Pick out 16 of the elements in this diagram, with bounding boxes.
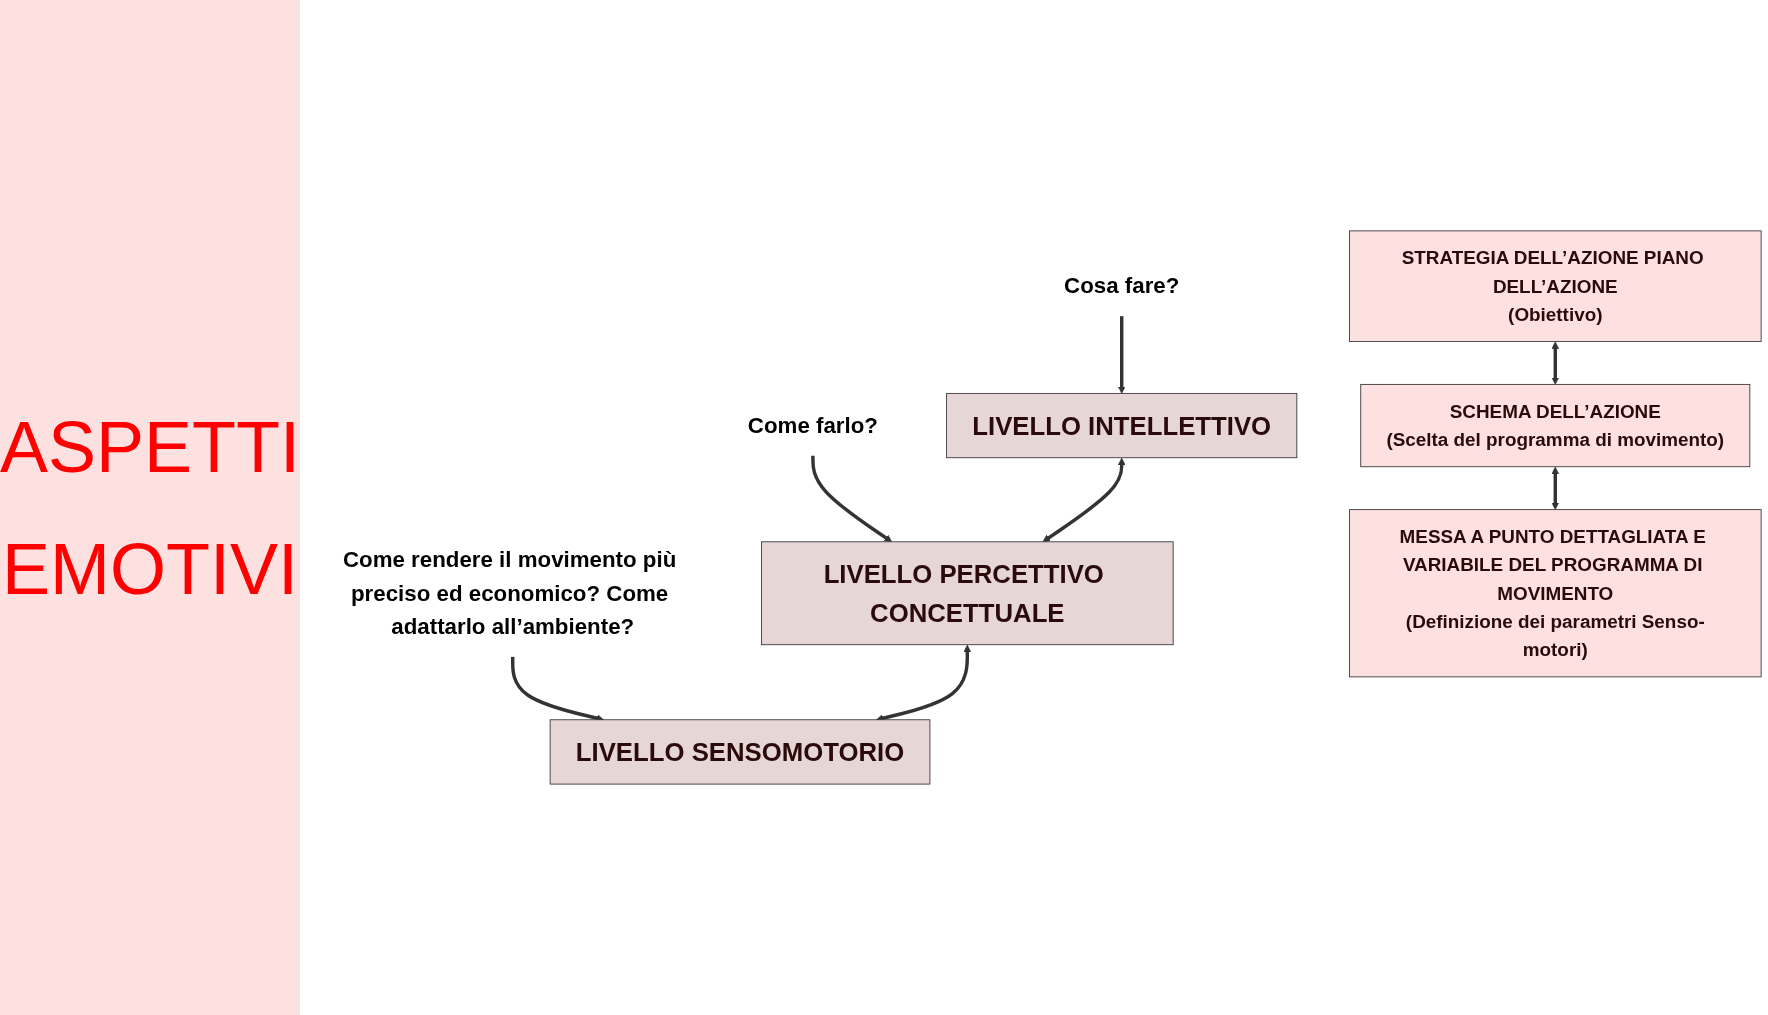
overlay-label: ASPETTI xyxy=(0,405,301,488)
overlay-label: EMOTIVI xyxy=(2,527,298,610)
arrow xyxy=(1042,457,1126,543)
node-box: LIVELLO INTELLETTIVO xyxy=(946,393,1298,459)
node-box: LIVELLO SENSOMOTORIO xyxy=(549,719,931,785)
node-box: SCHEMA DELL’AZIONE (Scelta del programma di movimento) xyxy=(1360,384,1751,468)
arrow xyxy=(1551,466,1560,510)
arrow xyxy=(1117,315,1126,394)
node-text: Come rendere il movimento più preciso ed economico? Come adattarlo all’ambiente? xyxy=(342,546,677,640)
node-text: Cosa fare? xyxy=(1064,272,1180,299)
arrow xyxy=(1551,341,1560,385)
node-text: Come farlo? xyxy=(747,412,878,439)
node-box: LIVELLO PERCETTIVO CONCETTUALE xyxy=(761,541,1174,646)
node-box: STRATEGIA DELL’AZIONE PIANO DELL’AZIONE (Obiettivo) xyxy=(1349,230,1762,342)
node-box: MESSA A PUNTO DETTAGLIATA E VARIABILE DEL PROGRAMMA DI MOVIMENTO (Definizione dei parametri Senso-motori) xyxy=(1349,509,1762,678)
arrow xyxy=(811,455,893,543)
